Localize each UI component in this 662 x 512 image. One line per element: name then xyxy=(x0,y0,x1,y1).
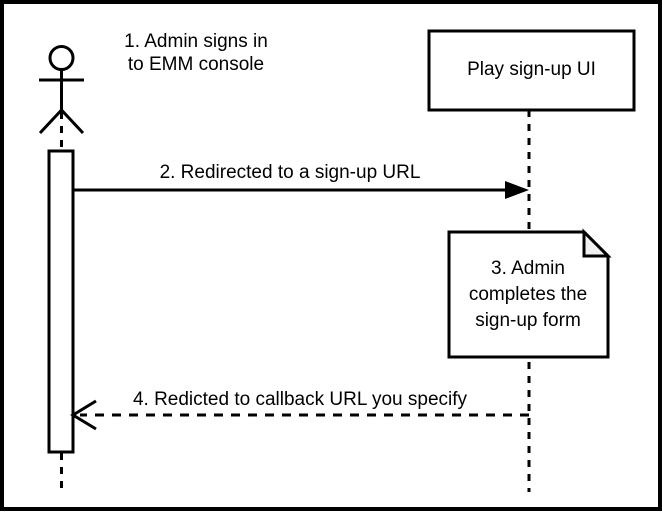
message-arrow-redicted-to-callback-url xyxy=(70,399,529,431)
actor-head-icon xyxy=(48,45,75,71)
message-1-arrowhead-filled xyxy=(505,181,529,199)
participant-box-play-signup-ui xyxy=(427,29,636,112)
actor-caption-label: 1. Admin signs in to EMM console xyxy=(124,31,268,75)
actor-admin-figure xyxy=(38,45,85,135)
message-arrow-redirected-to-signup-url xyxy=(73,181,529,199)
note-fold-corner-icon xyxy=(582,228,612,258)
participant-label-play-signup-ui: Play sign-up UI xyxy=(467,59,596,80)
message-2-label: 4. Redicted to callback URL you specify xyxy=(132,389,468,410)
note-admin-completes-signup-form xyxy=(447,228,612,359)
note-text-label: 3. Admin completes the sign-up form xyxy=(468,258,588,331)
note-body-shape xyxy=(447,230,610,359)
actor-left-leg-icon xyxy=(38,108,63,135)
actor-activation-bar xyxy=(47,149,75,454)
actor-right-leg-icon xyxy=(60,108,85,135)
message-1-label: 2. Redirected to a sign-up URL xyxy=(159,162,421,183)
message-2-arrowhead-open xyxy=(70,399,97,431)
